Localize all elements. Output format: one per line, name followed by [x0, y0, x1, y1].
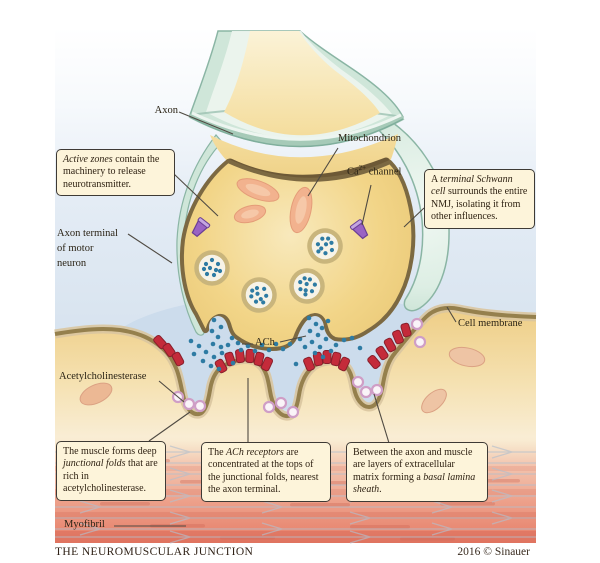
leader-basal-lamina-box — [373, 393, 390, 444]
axon-tube — [188, 30, 405, 185]
acetylcholinesterase-molecules — [171, 317, 427, 419]
ach-receptor-clusters — [153, 322, 412, 374]
leader-cell-membrane — [446, 306, 457, 323]
leader-mitochondrion — [307, 147, 339, 197]
label-ach: ACh — [255, 337, 275, 348]
callout-active-zones: Active zones contain the machinery to re… — [56, 149, 175, 197]
leader-ach-right — [279, 335, 307, 343]
muscle-membrane — [54, 305, 537, 419]
leader-lines — [114, 111, 457, 527]
leader-axon-terminal — [127, 233, 173, 264]
muscle-mitochondria — [79, 346, 486, 414]
label-acetylcholinesterase: Acetylcholinesterase — [59, 371, 147, 382]
leader-schwann-box — [403, 207, 425, 228]
label-myofibril: Myofibril — [64, 519, 105, 530]
callout-ach-receptors: The ACh receptors are concentrated at th… — [201, 442, 331, 502]
leader-active-zones-box — [173, 173, 219, 217]
synaptic-vesicles — [194, 228, 343, 313]
ca-channel-left — [191, 217, 211, 238]
leader-acetylcholinesterase — [158, 380, 185, 403]
axon-interior — [224, 31, 380, 136]
label-ca-channel: Ca2+ channel — [347, 164, 402, 178]
label-cell-membrane: Cell membrane — [458, 318, 523, 329]
callout-basal-lamina: Between the axon and muscle are layers o… — [346, 442, 488, 502]
figure-credit: 2016 © Sinauer — [457, 546, 530, 558]
label-axon-terminal: Axon terminal of motor neuron — [57, 228, 118, 269]
leader-junctional-folds-box — [148, 411, 191, 442]
label-axon: Axon — [154, 105, 178, 116]
callout-terminal-schwann-cell: A terminal Schwann cell surrounds the en… — [424, 169, 535, 229]
calcium-channels — [191, 217, 369, 240]
figure-title: THE NEUROMUSCULAR JUNCTION — [55, 546, 254, 558]
callout-junctional-folds: The muscle forms deep junctional folds t… — [56, 441, 166, 501]
leader-ca-channel — [361, 184, 372, 226]
terminal-mitochondria — [233, 178, 313, 234]
label-mitochondrion: Mitochondrion — [338, 133, 401, 144]
leader-axon — [178, 111, 234, 135]
ach-molecules — [188, 315, 363, 372]
ca-channel-right — [349, 219, 369, 240]
